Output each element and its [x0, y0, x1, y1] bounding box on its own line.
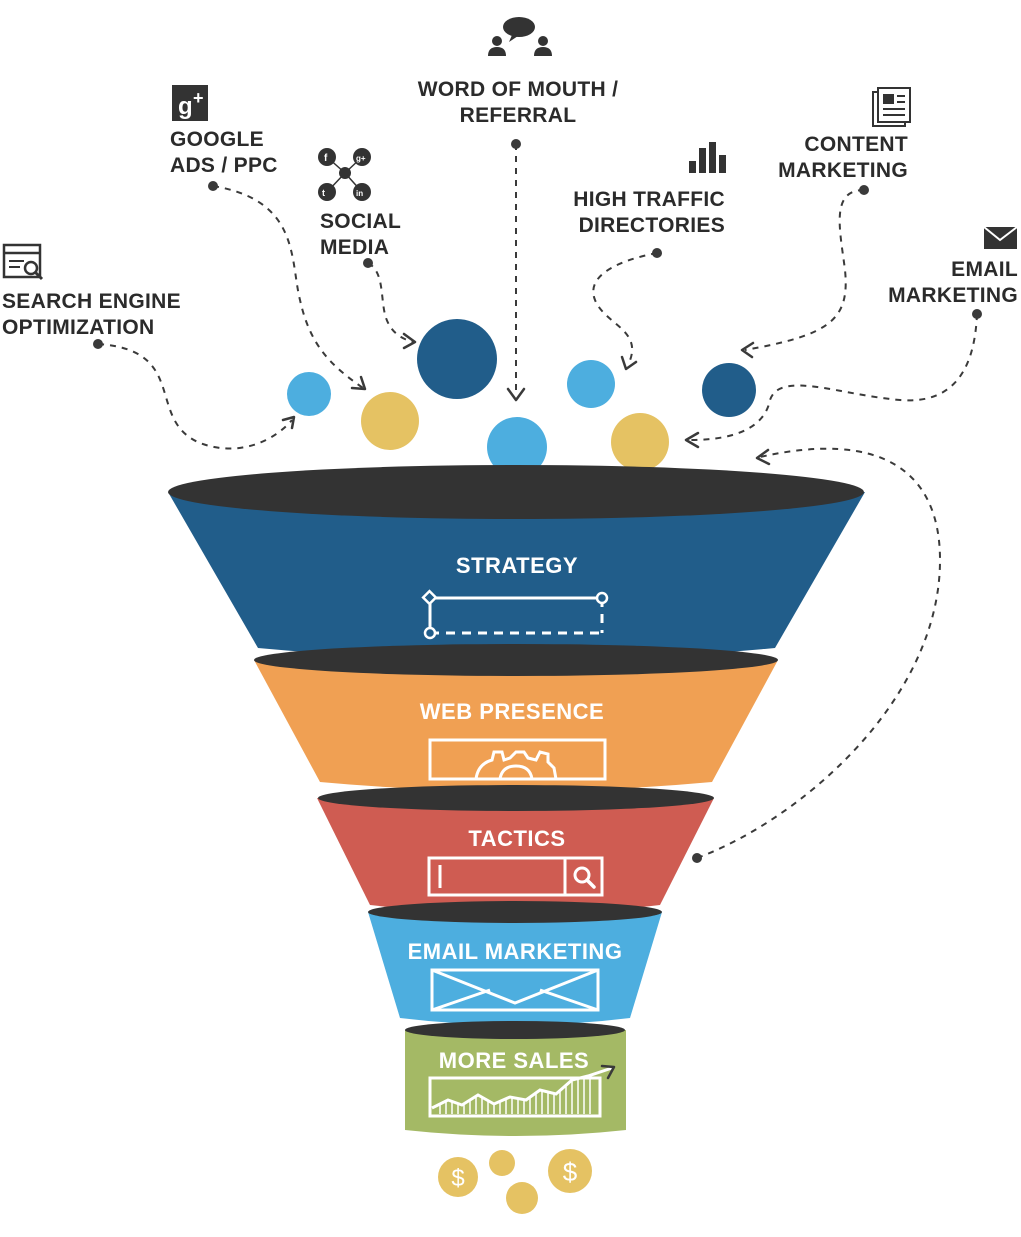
coin-symbol: $ — [451, 1165, 464, 1192]
connector-social — [363, 258, 417, 350]
website-gear-icon — [428, 738, 607, 781]
directories-label: HIGH TRAFFIC DIRECTORIES — [573, 188, 725, 237]
coin-icon — [489, 1150, 515, 1176]
dollar-coin-icon: $ — [438, 1157, 478, 1197]
svg-text:g+: g+ — [356, 154, 366, 163]
word-of-mouth-label-line2: REFERRAL — [460, 104, 577, 127]
connector-google-ads — [208, 181, 367, 391]
content-marketing-label-line2: MARKETING — [778, 159, 908, 182]
word-of-mouth-label-line1: WORD OF MOUTH / — [418, 78, 618, 101]
google-ads-label-line1: GOOGLE — [170, 128, 264, 151]
svg-text:in: in — [356, 189, 363, 198]
lead-ball — [417, 319, 497, 399]
word-of-mouth-label: WORD OF MOUTH / REFERRAL — [418, 78, 618, 127]
search-bar-icon — [427, 856, 604, 897]
lead-ball — [361, 392, 419, 450]
social-network-icon: f g+ t in — [318, 148, 371, 201]
coin-icon — [506, 1182, 538, 1214]
funnel-stage-web-presence: WEB PRESENCE — [254, 644, 778, 791]
svg-text:g: g — [178, 93, 193, 120]
seo-label-line1: SEARCH ENGINE — [2, 290, 181, 313]
strategy-label: STRATEGY — [456, 553, 578, 578]
funnel-stage-tactics: TACTICS — [317, 785, 714, 914]
lead-ball — [611, 413, 669, 471]
web-presence-label: WEB PRESENCE — [420, 699, 604, 724]
funnel-stage-more-sales: MORE SALES — [405, 1021, 626, 1136]
directories-label-line1: HIGH TRAFFIC — [573, 188, 725, 211]
email-marketing-label-line2: MARKETING — [888, 284, 1018, 307]
content-marketing-label: CONTENT MARKETING — [778, 133, 908, 182]
lead-ball — [487, 417, 547, 477]
selection-box-icon — [421, 589, 609, 640]
connector-directories — [592, 248, 662, 371]
lead-ball — [287, 372, 331, 416]
people-chat-icon — [488, 17, 552, 56]
connector-tactics-loop — [692, 447, 942, 863]
connector-email — [684, 309, 982, 449]
growth-chart-icon — [428, 1064, 616, 1118]
connector-seo — [93, 339, 296, 450]
svg-text:+: + — [193, 88, 204, 108]
coins: $ $ — [438, 1149, 592, 1214]
seo-label: SEARCH ENGINE OPTIMIZATION — [2, 290, 181, 339]
content-marketing-label-line1: CONTENT — [804, 133, 908, 156]
social-media-label-line1: SOCIAL — [320, 210, 401, 233]
envelope-icon — [983, 226, 1018, 249]
funnel-stage-email-marketing: EMAIL MARKETING — [368, 901, 662, 1025]
coin-symbol: $ — [563, 1157, 578, 1187]
connector-content — [740, 185, 869, 359]
google-plus-icon: g + — [172, 85, 208, 121]
dollar-coin-icon: $ — [548, 1149, 592, 1193]
email-marketing-label-line1: EMAIL — [951, 258, 1018, 281]
tactics-label: TACTICS — [468, 826, 565, 851]
email-marketing-stage-label: EMAIL MARKETING — [408, 939, 623, 964]
lead-ball — [702, 363, 756, 417]
google-ads-label-line2: ADS / PPC — [170, 154, 278, 177]
social-media-label: SOCIAL MEDIA — [320, 210, 401, 259]
newspaper-icon — [872, 87, 911, 127]
social-media-label-line2: MEDIA — [320, 236, 389, 259]
svg-text:f: f — [324, 153, 328, 164]
seo-label-line2: OPTIMIZATION — [2, 316, 155, 339]
connector-word-of-mouth — [506, 139, 526, 402]
lead-ball — [567, 360, 615, 408]
google-ads-label: GOOGLE ADS / PPC — [170, 128, 278, 177]
more-sales-label: MORE SALES — [439, 1048, 589, 1073]
bar-chart-icon — [689, 142, 726, 173]
svg-text:t: t — [322, 188, 325, 198]
lead-balls — [287, 319, 756, 477]
email-marketing-label: EMAIL MARKETING — [888, 258, 1018, 307]
directories-label-line2: DIRECTORIES — [579, 214, 725, 237]
seo-search-icon — [2, 243, 44, 281]
envelope-outline-icon — [430, 968, 600, 1012]
funnel-stage-strategy: STRATEGY — [168, 465, 865, 660]
